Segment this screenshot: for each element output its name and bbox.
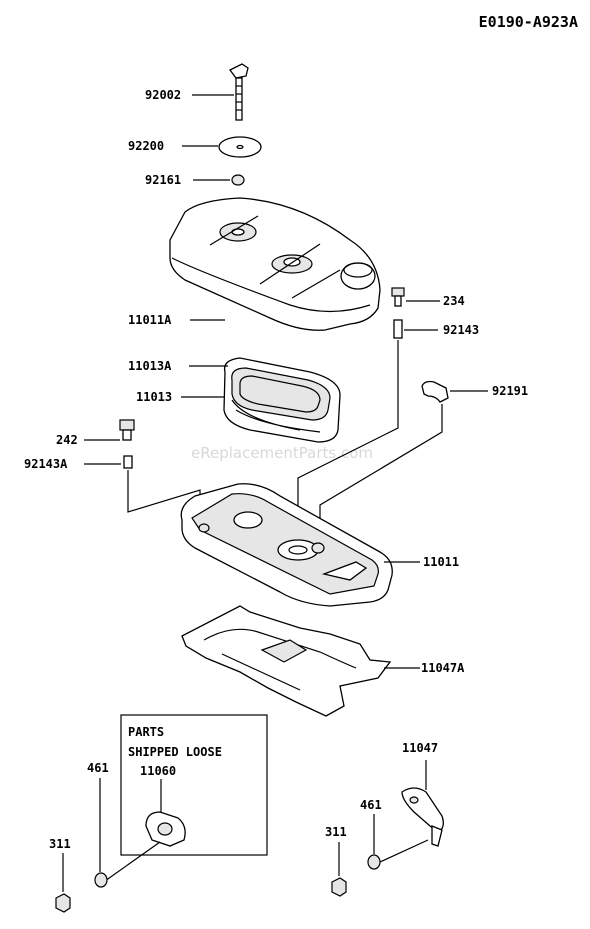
label-311-right: 311 <box>325 825 347 839</box>
label-92002: 92002 <box>145 88 181 102</box>
label-461-right: 461 <box>360 798 382 812</box>
nut-right-part <box>331 877 347 897</box>
parts-box-part-number: 11060 <box>140 764 176 778</box>
air-cleaner-base-part <box>180 483 393 607</box>
label-234: 234 <box>443 294 465 308</box>
bracket-plate-part <box>181 605 392 717</box>
label-92200: 92200 <box>128 139 164 153</box>
drawing-code: E0190-A923A <box>479 13 578 31</box>
air-cleaner-cover-part <box>169 197 381 331</box>
parts-shipped-loose-box <box>120 714 268 856</box>
watermark: eReplacementParts.com <box>191 444 373 462</box>
wing-bolt-part <box>229 63 249 121</box>
label-11047A: 11047A <box>421 661 465 675</box>
label-11011: 11011 <box>423 555 459 569</box>
label-311-left: 311 <box>49 837 71 851</box>
label-92191: 92191 <box>492 384 528 398</box>
parts-box-line1: PARTS <box>128 725 164 739</box>
label-92143A: 92143A <box>24 457 68 471</box>
stay-11047-part <box>401 787 444 847</box>
label-242: 242 <box>56 433 78 447</box>
lock-washer-left-part <box>94 872 108 888</box>
label-11013A: 11013A <box>128 359 172 373</box>
label-11013: 11013 <box>136 390 172 404</box>
label-11011A: 11011A <box>128 313 172 327</box>
label-11047: 11047 <box>402 741 438 755</box>
spacer-92143A-part <box>123 455 133 469</box>
label-92143: 92143 <box>443 323 479 337</box>
label-92161: 92161 <box>145 173 181 187</box>
bolt-234-part <box>391 287 405 307</box>
grommet-part <box>231 174 245 186</box>
label-461-left: 461 <box>87 761 109 775</box>
nut-left-part <box>55 893 71 913</box>
air-filter-element-part <box>223 357 341 443</box>
parts-box-line2: SHIPPED LOOSE <box>128 745 222 759</box>
hose-92191-part <box>421 380 449 403</box>
bolt-242-part <box>119 419 135 441</box>
flange-gasket-11060-part <box>145 811 186 847</box>
lock-washer-right-part <box>367 854 381 870</box>
washer-part <box>218 136 262 158</box>
spacer-92143-part <box>393 319 403 339</box>
